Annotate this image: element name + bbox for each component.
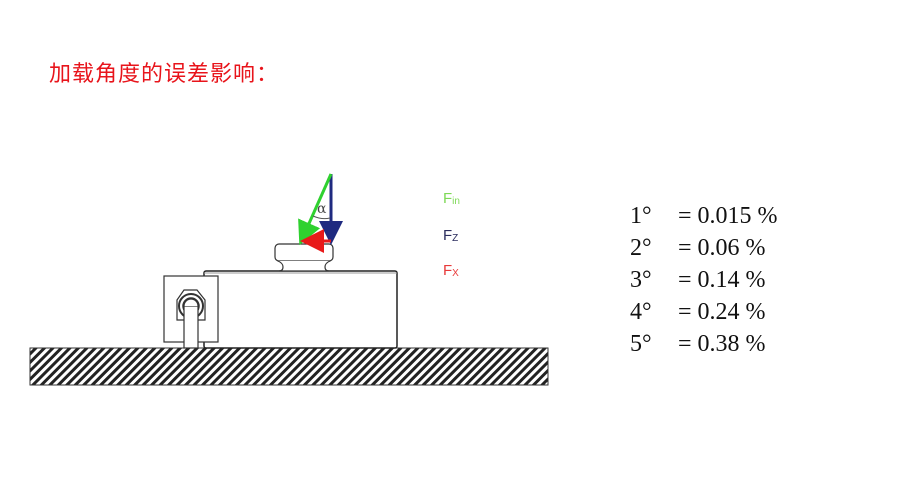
load-button bbox=[274, 243, 334, 272]
legend-fx: FX bbox=[443, 262, 459, 279]
result-row: 2°= 0.06 % bbox=[630, 235, 766, 261]
result-row: 5°= 0.38 % bbox=[630, 331, 766, 357]
legend-fz: FZ bbox=[443, 227, 459, 244]
error-results-list: 1°= 0.015 % 2°= 0.06 % 3°= 0.14 % 4°= 0.… bbox=[630, 200, 778, 360]
force-arrows bbox=[298, 173, 343, 253]
page-title: 加载角度的误差影响： bbox=[49, 62, 280, 87]
fin-arrow bbox=[298, 173, 333, 246]
load-cell-body bbox=[203, 270, 398, 349]
result-row: 1°= 0.015 % bbox=[630, 203, 778, 229]
angle-alpha-label: α bbox=[317, 201, 327, 217]
legend-fin: Fin bbox=[443, 190, 460, 207]
ground-hatched bbox=[29, 347, 549, 386]
result-row: 4°= 0.24 % bbox=[630, 299, 766, 325]
cable-connector bbox=[163, 275, 219, 349]
result-row: 3°= 0.14 % bbox=[630, 267, 766, 293]
